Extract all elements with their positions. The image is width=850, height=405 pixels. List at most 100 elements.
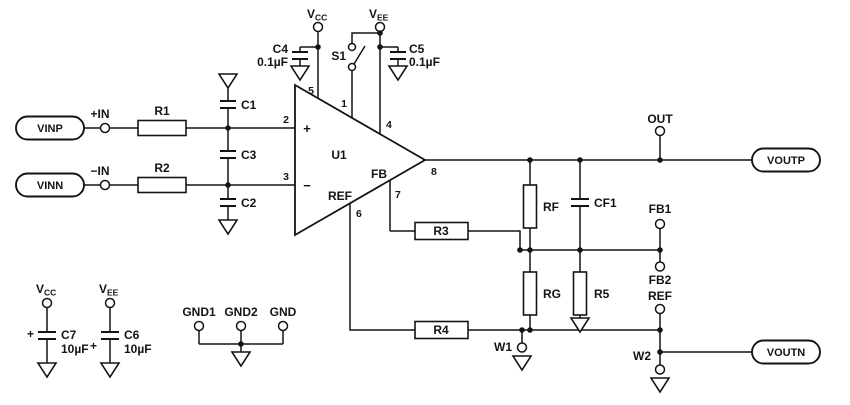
vee-label: VEE bbox=[369, 7, 389, 23]
capacitor-plates-icon bbox=[38, 330, 56, 341]
junction-dot bbox=[657, 349, 663, 355]
connector-voutp: VOUTP bbox=[751, 147, 821, 173]
supply-vcc-top: VCC bbox=[307, 7, 327, 33]
vee-terminal-icon bbox=[104, 297, 116, 309]
minus-in-label: −IN bbox=[90, 164, 109, 178]
testpoint-fb1: FB1 bbox=[649, 202, 672, 230]
pin-number-7: 7 bbox=[395, 189, 401, 201]
fb2-terminal-icon bbox=[654, 261, 666, 272]
opamp-u1: + − U1 FB REF 2 3 5 1 4 8 7 6 bbox=[283, 83, 437, 237]
junction-dot bbox=[225, 125, 231, 131]
ground-icon bbox=[217, 219, 239, 236]
junction-dot bbox=[657, 327, 663, 333]
pin-number-6: 6 bbox=[356, 208, 362, 220]
r4-label: R4 bbox=[433, 323, 449, 337]
testpoint-plus-in: +IN bbox=[90, 107, 111, 134]
vcc-terminal-icon bbox=[312, 21, 324, 33]
vcc-terminal-icon bbox=[41, 297, 53, 309]
testpoint-ref: REF bbox=[648, 289, 672, 315]
switch-terminal-icon bbox=[347, 42, 357, 52]
r2-label: R2 bbox=[154, 161, 170, 175]
switch-s1: S1 bbox=[331, 42, 366, 72]
resistor-r5: R5 bbox=[572, 271, 610, 316]
w1-terminal-icon bbox=[516, 342, 528, 353]
vee-terminal-icon bbox=[374, 21, 386, 33]
junction-dot bbox=[517, 247, 523, 253]
capacitor-plates-icon bbox=[101, 330, 119, 341]
ref-label: REF bbox=[648, 289, 672, 303]
ground-icon bbox=[289, 65, 311, 82]
cf1-label: CF1 bbox=[594, 196, 617, 210]
c3-label: C3 bbox=[241, 148, 257, 162]
junction-dot bbox=[657, 247, 663, 253]
vinp-pill bbox=[15, 115, 85, 141]
opamp-refdes: U1 bbox=[331, 148, 347, 162]
switch-terminal-icon bbox=[347, 62, 357, 72]
rg-label: RG bbox=[543, 287, 561, 301]
c7-label: C7 bbox=[61, 328, 77, 342]
junction-dot bbox=[519, 327, 525, 333]
out-label: OUT bbox=[647, 112, 673, 126]
ground-icon bbox=[36, 362, 58, 379]
c1-label: C1 bbox=[241, 98, 257, 112]
s1-label: S1 bbox=[331, 49, 346, 63]
testpoint-fb2: FB2 bbox=[649, 261, 672, 287]
pin-number-2: 2 bbox=[283, 114, 289, 126]
rf-label: RF bbox=[543, 200, 559, 214]
capacitor-cf1: CF1 bbox=[571, 196, 617, 210]
junction-dot bbox=[577, 247, 583, 253]
voutn-label: VOUTN bbox=[767, 347, 806, 359]
r5-label: R5 bbox=[594, 287, 610, 301]
connector-vinn: VINN bbox=[15, 172, 85, 198]
vinp-label: VINP bbox=[37, 123, 63, 135]
c5-value: 0.1µF bbox=[409, 55, 440, 69]
opamp-fb-pin-label: FB bbox=[371, 167, 387, 181]
resistor-rf: RF bbox=[522, 184, 559, 229]
testpoint-out: OUT bbox=[647, 112, 673, 137]
resistor-body bbox=[414, 221, 469, 241]
junction-dots bbox=[225, 30, 663, 355]
gnd2-label: GND2 bbox=[224, 305, 258, 319]
capacitor-c3: C3 bbox=[220, 148, 257, 162]
supply-vee-top: VEE bbox=[369, 7, 389, 33]
wire bbox=[349, 203, 752, 365]
vinn-label: VINN bbox=[37, 180, 63, 192]
resistor-r4: R4 bbox=[414, 320, 469, 340]
pin-number-1: 1 bbox=[341, 98, 347, 110]
capacitor-plates-icon bbox=[220, 197, 236, 208]
ground-icon bbox=[99, 362, 121, 379]
junction-dot bbox=[377, 30, 383, 36]
opamp-triangle bbox=[294, 83, 427, 237]
plus-in-terminal-icon bbox=[99, 122, 111, 134]
ground-symbols bbox=[36, 65, 671, 394]
resistor-body bbox=[522, 184, 538, 229]
ground-icon bbox=[569, 317, 591, 334]
resistor-body bbox=[522, 271, 538, 316]
ground-icon bbox=[511, 355, 533, 372]
supply-vee-bottom: VEE bbox=[99, 282, 119, 309]
ref-terminal-icon bbox=[654, 303, 666, 315]
c7-polarity-mark: + bbox=[27, 327, 34, 341]
capacitor-plates-icon bbox=[220, 149, 236, 160]
ground-icon bbox=[649, 377, 671, 394]
w1-label: W1 bbox=[494, 340, 512, 354]
vinn-pill bbox=[15, 172, 85, 198]
r1-label: R1 bbox=[154, 104, 170, 118]
w2-terminal-icon bbox=[654, 364, 666, 375]
gnd1-terminal-icon bbox=[193, 320, 205, 332]
fb2-label: FB2 bbox=[649, 273, 672, 287]
vcc-label: VCC bbox=[36, 282, 56, 298]
connector-vinp: VINP bbox=[15, 115, 85, 141]
testpoint-w1: W1 bbox=[494, 340, 528, 354]
ground-icon bbox=[217, 73, 239, 90]
capacitor-plates-icon bbox=[292, 50, 308, 61]
wire bbox=[84, 127, 295, 186]
opamp-plus-input-mark: + bbox=[303, 121, 311, 136]
capacitor-c7: + C7 10µF bbox=[27, 327, 89, 356]
connector-voutn: VOUTN bbox=[751, 339, 821, 365]
voutp-pill bbox=[751, 147, 821, 173]
testpoint-w2: W2 bbox=[633, 349, 666, 375]
c7-value: 10µF bbox=[61, 342, 89, 356]
